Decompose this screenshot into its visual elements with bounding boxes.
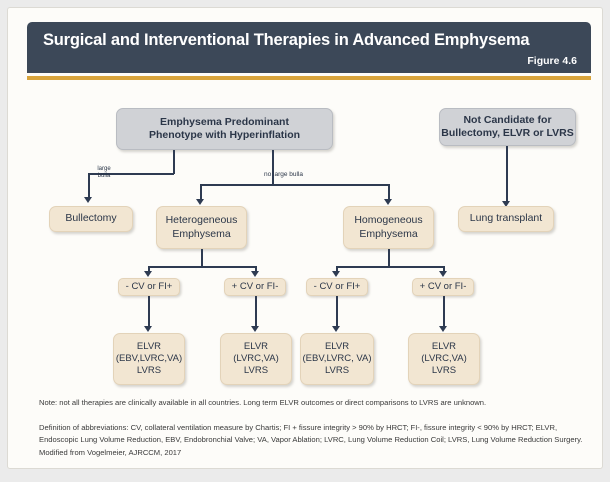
node-not-candidate: Not Candidate for Bullectomy, ELVR or LV… (439, 108, 576, 146)
node-criteria-het-left: - CV or FI+ (118, 278, 180, 296)
connector-root-right-stem (272, 150, 274, 184)
connector-notcandidate-to-transplant (506, 146, 508, 203)
connector-hom-right-drop (443, 266, 445, 273)
node-homogeneous-emphysema-label: Homogeneous Emphysema (354, 214, 423, 240)
node-heterogeneous-emphysema: Heterogeneous Emphysema (156, 206, 247, 249)
figure-note: Note: not all therapies are clinically a… (39, 398, 487, 407)
node-criteria-hom-right-label: + CV or FI- (419, 280, 467, 292)
arrowhead-outcome2 (251, 326, 259, 332)
node-outcome-hom-left-label: ELVR (EBV,LVRC, VA) LVRS (302, 340, 372, 377)
connector-hom-left-drop (336, 266, 338, 273)
node-outcome-hom-left: ELVR (EBV,LVRC, VA) LVRS (300, 333, 374, 385)
edge-label-no-large-bulla: no large bulla (264, 171, 304, 178)
connector-outcome1-line (148, 296, 150, 328)
node-lung-transplant-label: Lung transplant (469, 212, 543, 225)
arrowhead-hom-right (439, 271, 447, 277)
connector-bullectomy-drop (88, 173, 90, 199)
arrowhead-bullectomy (84, 197, 92, 203)
connector-het-left-drop (148, 266, 150, 273)
node-root-phenotype: Emphysema Predominant Phenotype with Hyp… (116, 108, 333, 150)
arrowhead-het-right (251, 271, 259, 277)
connector-outcome3-line (336, 296, 338, 328)
arrowhead-outcome3 (332, 326, 340, 332)
node-not-candidate-label: Not Candidate for Bullectomy, ELVR or LV… (441, 113, 574, 139)
node-criteria-het-right: + CV or FI- (224, 278, 286, 296)
arrowhead-heterogeneous (196, 199, 204, 205)
page-title: Surgical and Interventional Therapies in… (43, 31, 530, 49)
node-lung-transplant: Lung transplant (458, 206, 554, 232)
node-criteria-hom-right: + CV or FI- (412, 278, 474, 296)
arrowhead-transplant (502, 201, 510, 207)
node-criteria-hom-left: - CV or FI+ (306, 278, 368, 296)
figure-abbreviations: Definition of abbreviations: CV, collate… (39, 423, 583, 457)
arrowhead-hom-left (332, 271, 340, 277)
node-bullectomy-label: Bullectomy (65, 212, 117, 225)
node-bullectomy: Bullectomy (49, 206, 133, 232)
connector-root-left-horizontal (88, 173, 174, 175)
node-outcome-hom-right: ELVR (LVRC,VA) LVRS (408, 333, 480, 385)
figure-header: Surgical and Interventional Therapies in… (27, 22, 591, 73)
node-outcome-het-left-label: ELVR (EBV,LVRC,VA) LVRS (115, 340, 183, 377)
connector-split-heterogeneous-homogeneous (200, 184, 389, 186)
node-outcome-hom-right-label: ELVR (LVRC,VA) LVRS (421, 340, 467, 377)
node-criteria-het-right-label: + CV or FI- (231, 280, 279, 292)
arrowhead-outcome4 (439, 326, 447, 332)
node-criteria-hom-left-label: - CV or FI+ (313, 280, 361, 292)
connector-outcome4-line (443, 296, 445, 328)
figure-card: Surgical and Interventional Therapies in… (7, 7, 603, 469)
connector-heterogeneous-drop (200, 184, 202, 201)
header-accent-bar (27, 76, 591, 80)
node-root-phenotype-label: Emphysema Predominant Phenotype with Hyp… (148, 115, 301, 141)
connector-homogeneous-split-bar (336, 266, 444, 268)
node-outcome-het-right-label: ELVR (LVRC,VA) LVRS (233, 340, 279, 377)
connector-heterogeneous-split-bar (148, 266, 256, 268)
node-outcome-het-left: ELVR (EBV,LVRC,VA) LVRS (113, 333, 185, 385)
node-criteria-het-left-label: - CV or FI+ (125, 280, 173, 292)
arrowhead-het-left (144, 271, 152, 277)
connector-outcome2-line (255, 296, 257, 328)
connector-root-left-stem (173, 150, 175, 174)
figure-number-label: Figure 4.6 (527, 55, 577, 67)
arrowhead-homogeneous (384, 199, 392, 205)
node-heterogeneous-emphysema-label: Heterogeneous Emphysema (165, 214, 238, 240)
edge-label-large-bulla: large bulla (97, 166, 111, 179)
connector-het-right-drop (255, 266, 257, 273)
node-outcome-het-right: ELVR (LVRC,VA) LVRS (220, 333, 292, 385)
arrowhead-outcome1 (144, 326, 152, 332)
connector-homogeneous-stem (388, 249, 390, 267)
node-homogeneous-emphysema: Homogeneous Emphysema (343, 206, 434, 249)
connector-heterogeneous-stem (201, 249, 203, 267)
connector-homogeneous-drop (388, 184, 390, 201)
